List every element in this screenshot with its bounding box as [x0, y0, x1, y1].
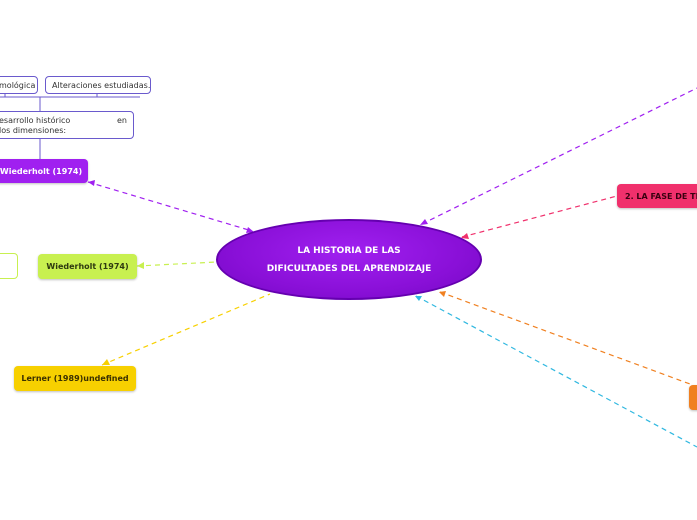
- node-fase-pink-label: 2. LA FASE DE TR: [625, 191, 697, 201]
- node-wiederholt-green-label: Wiederholt (1974): [46, 262, 129, 271]
- description-line-1b: en: [117, 116, 127, 125]
- branch-green: [136, 261, 218, 267]
- arrowhead-purple-top-right: [420, 219, 428, 225]
- description-line-1: esarrollo histórico en: [0, 116, 127, 126]
- description-box[interactable]: esarrollo histórico en los dimensiones:: [0, 111, 134, 139]
- branch-pink: [461, 195, 618, 238]
- node-lerner-yellow-label: Lerner (1989)undefined: [21, 374, 129, 383]
- description-line-2: los dimensiones:: [0, 126, 67, 135]
- branch-orange: [439, 291, 691, 385]
- arrowhead-orange: [439, 291, 446, 297]
- node-wiederholt-purple[interactable]: Wiederholt (1974): [0, 159, 88, 183]
- topic-box-left[interactable]: mológica: [0, 76, 38, 94]
- branch-purple-left: [87, 181, 253, 232]
- arrowhead-pink: [461, 233, 469, 239]
- green-subtopic-box[interactable]: [0, 253, 18, 279]
- central-topic-line-2: DIFICULTADES DEL APRENDIZAJE: [266, 263, 432, 274]
- arrowhead-purple-left: [88, 180, 95, 186]
- branch-purple-top-right: [421, 87, 697, 225]
- topic-box-alteraciones-label: Alteraciones estudiadas.: [52, 81, 151, 90]
- node-lerner-yellow[interactable]: Lerner (1989)undefined: [14, 366, 136, 391]
- branch-yellow: [101, 293, 271, 366]
- arrowhead-cyan: [415, 296, 422, 301]
- branch-cyan: [415, 295, 697, 448]
- topic-box-alteraciones[interactable]: Alteraciones estudiadas.: [45, 76, 151, 94]
- central-topic-line-1: LA HISTORIA DE LAS: [297, 245, 401, 256]
- arrowhead-green: [137, 262, 144, 269]
- topic-box-left-label: mológica: [0, 81, 36, 90]
- node-orange-partial[interactable]: [689, 385, 697, 410]
- central-topic[interactable]: LA HISTORIA DE LAS DIFICULTADES DEL APRE…: [216, 219, 482, 300]
- node-fase-pink[interactable]: 2. LA FASE DE TR: [617, 184, 697, 208]
- arrowhead-yellow: [102, 359, 110, 365]
- description-line-1a: esarrollo histórico: [0, 116, 71, 125]
- node-wiederholt-purple-label: Wiederholt (1974): [0, 166, 83, 176]
- node-wiederholt-green[interactable]: Wiederholt (1974): [38, 254, 137, 279]
